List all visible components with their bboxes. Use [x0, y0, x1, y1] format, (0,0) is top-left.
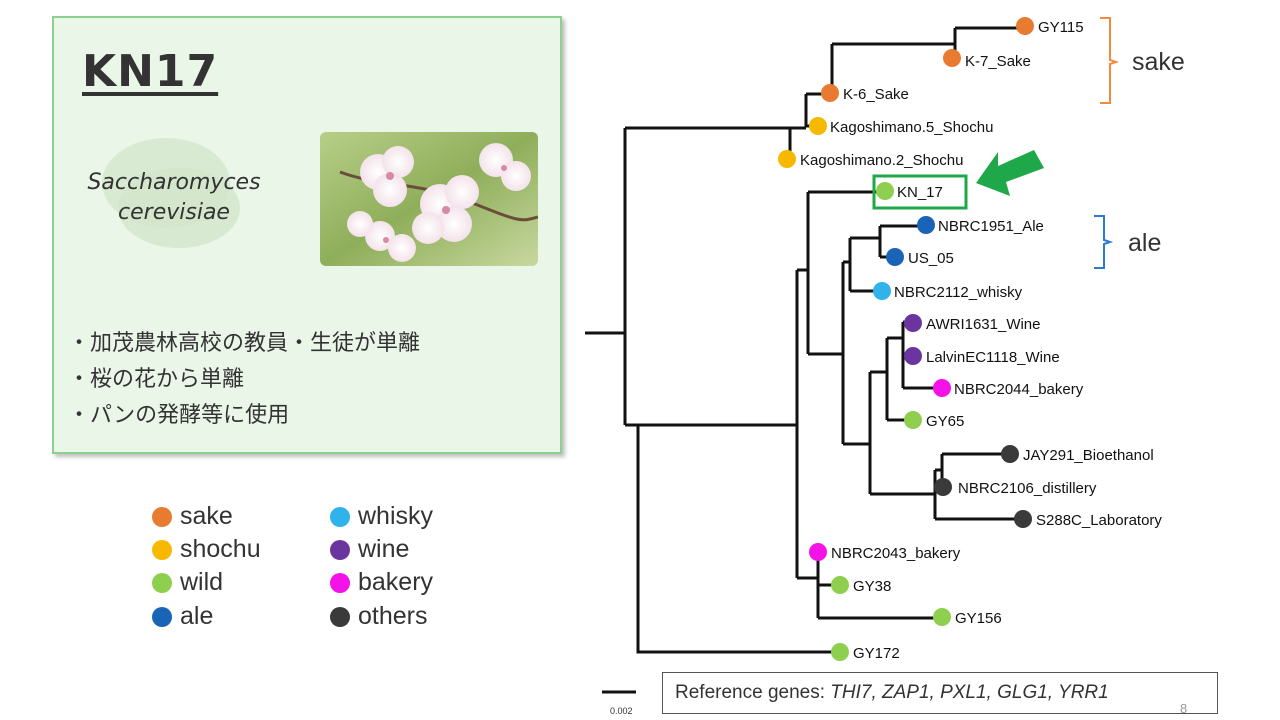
- tip-label: NBRC2044_bakery: [954, 381, 1084, 398]
- kn17-highlight-box: [872, 174, 968, 210]
- scale-bar-label: 0.002: [610, 706, 633, 716]
- legend-item-whisky: whisky: [330, 502, 433, 531]
- legend-dot-others: [330, 606, 350, 627]
- legend-item-sake: sake: [152, 502, 233, 531]
- sake-clade-label: sake: [1132, 48, 1185, 76]
- tip-label: Kagoshimano.5_Shochu: [830, 119, 993, 136]
- tip-dot-gy172: [831, 643, 849, 661]
- tree-tips: [778, 17, 1034, 661]
- cherry-blossom-photo: [320, 132, 538, 266]
- species-name: Saccharomyces cerevisiae: [64, 168, 284, 228]
- tip-dot-lalvin: [904, 347, 922, 365]
- tip-label: JAY291_Bioethanol: [1023, 447, 1154, 464]
- tip-dot-gy156: [933, 608, 951, 626]
- legend-item-wild: wild: [152, 568, 223, 597]
- strain-title: KN17: [82, 46, 219, 97]
- tip-dot-awri1631: [904, 314, 922, 332]
- tip-dot-kn17: [876, 182, 894, 200]
- tip-dot-nbrc2106: [934, 478, 952, 496]
- legend-label: shochu: [180, 535, 261, 563]
- tip-label: AWRI1631_Wine: [926, 316, 1041, 333]
- tip-dot-k6-sake: [821, 84, 839, 102]
- ale-bracket: [1094, 215, 1114, 269]
- tip-label: K-7_Sake: [965, 53, 1031, 70]
- tip-dot-gy115: [1016, 17, 1034, 35]
- reference-genes-box: Reference genes: THI7, ZAP1, PXL1, GLG1,…: [662, 672, 1218, 714]
- legend-label: others: [358, 602, 428, 630]
- tip-label: LalvinEC1118_Wine: [926, 349, 1060, 366]
- strain-info-panel: KN17 Saccharomyces cerevisiae: [52, 16, 562, 454]
- tip-dot-gy38: [831, 576, 849, 594]
- tip-dot-nbrc2043: [809, 543, 827, 561]
- legend-label: whisky: [358, 502, 434, 530]
- tip-label: GY156: [955, 610, 1002, 627]
- tip-label: Kagoshimano.2_Shochu: [800, 152, 963, 169]
- tip-label: GY65: [926, 413, 964, 430]
- tip-label: GY38: [853, 578, 891, 595]
- species-genus: Saccharomyces: [87, 170, 261, 195]
- reference-label: Reference genes:: [675, 682, 831, 703]
- tip-dot-us05: [886, 248, 904, 266]
- tip-dot-k7-sake: [943, 49, 961, 67]
- species-bubble-shadow: [118, 168, 240, 248]
- species-epithet: cerevisiae: [118, 200, 230, 225]
- legend-label: wine: [358, 535, 410, 563]
- tip-dot-kagoshimano5: [809, 117, 827, 135]
- legend-dot-ale: [152, 606, 172, 627]
- tip-dot-nbrc1951: [917, 216, 935, 234]
- note-1: ・加茂農林高校の教員・生徒が単離: [68, 331, 421, 356]
- legend-dot-wine: [330, 539, 350, 560]
- legend-dot-whisky: [330, 506, 350, 527]
- legend-dot-wild: [152, 572, 172, 593]
- tip-label: K-6_Sake: [843, 86, 909, 103]
- kn17-arrow-icon: [976, 150, 1044, 196]
- tree-labels: GY115 K-7_Sake K-6_Sake Kagoshimano.5_Sh…: [800, 19, 1162, 662]
- tip-dot-jay291: [1001, 445, 1019, 463]
- color-legend: sake shochu wild ale whisky wine bakery …: [152, 502, 472, 632]
- legend-item-others: others: [330, 602, 427, 631]
- tip-dot-gy65: [904, 411, 922, 429]
- tip-dot-nbrc2112: [873, 282, 891, 300]
- legend-item-wine: wine: [330, 535, 409, 564]
- sake-bracket: [1100, 17, 1120, 104]
- tip-label: KN_17: [897, 184, 943, 201]
- tip-label: NBRC2043_bakery: [831, 545, 961, 562]
- note-3: ・パンの発酵等に使用: [68, 403, 290, 428]
- tip-dot-kagoshimano2: [778, 150, 796, 168]
- legend-item-ale: ale: [152, 602, 213, 631]
- tip-label: NBRC1951_Ale: [938, 218, 1044, 235]
- page-number: 8: [1180, 701, 1187, 716]
- reference-gene-list: THI7, ZAP1, PXL1, GLG1, YRR1: [830, 682, 1109, 703]
- legend-dot-sake: [152, 506, 172, 527]
- tip-label: GY172: [853, 645, 900, 662]
- legend-dot-shochu: [152, 539, 172, 560]
- strain-notes: ・加茂農林高校の教員・生徒が単離 ・桜の花から単離 ・パンの発酵等に使用: [68, 326, 420, 434]
- tip-label: NBRC2106_distillery: [958, 480, 1097, 497]
- tip-label: US_05: [908, 250, 954, 267]
- note-2: ・桜の花から単離: [68, 367, 245, 392]
- legend-dot-bakery: [330, 572, 350, 593]
- tip-label: NBRC2112_whisky: [894, 284, 1023, 301]
- legend-label: wild: [180, 568, 224, 596]
- legend-label: bakery: [358, 568, 434, 596]
- tip-dot-nbrc2044: [933, 379, 951, 397]
- ale-clade-label: ale: [1128, 229, 1161, 257]
- legend-label: sake: [180, 502, 233, 530]
- legend-item-shochu: shochu: [152, 535, 261, 564]
- tip-label: S288C_Laboratory: [1036, 512, 1162, 529]
- legend-label: ale: [180, 602, 214, 630]
- tip-dot-s288c: [1014, 510, 1032, 528]
- legend-item-bakery: bakery: [330, 568, 433, 597]
- tip-label: GY115: [1038, 19, 1084, 36]
